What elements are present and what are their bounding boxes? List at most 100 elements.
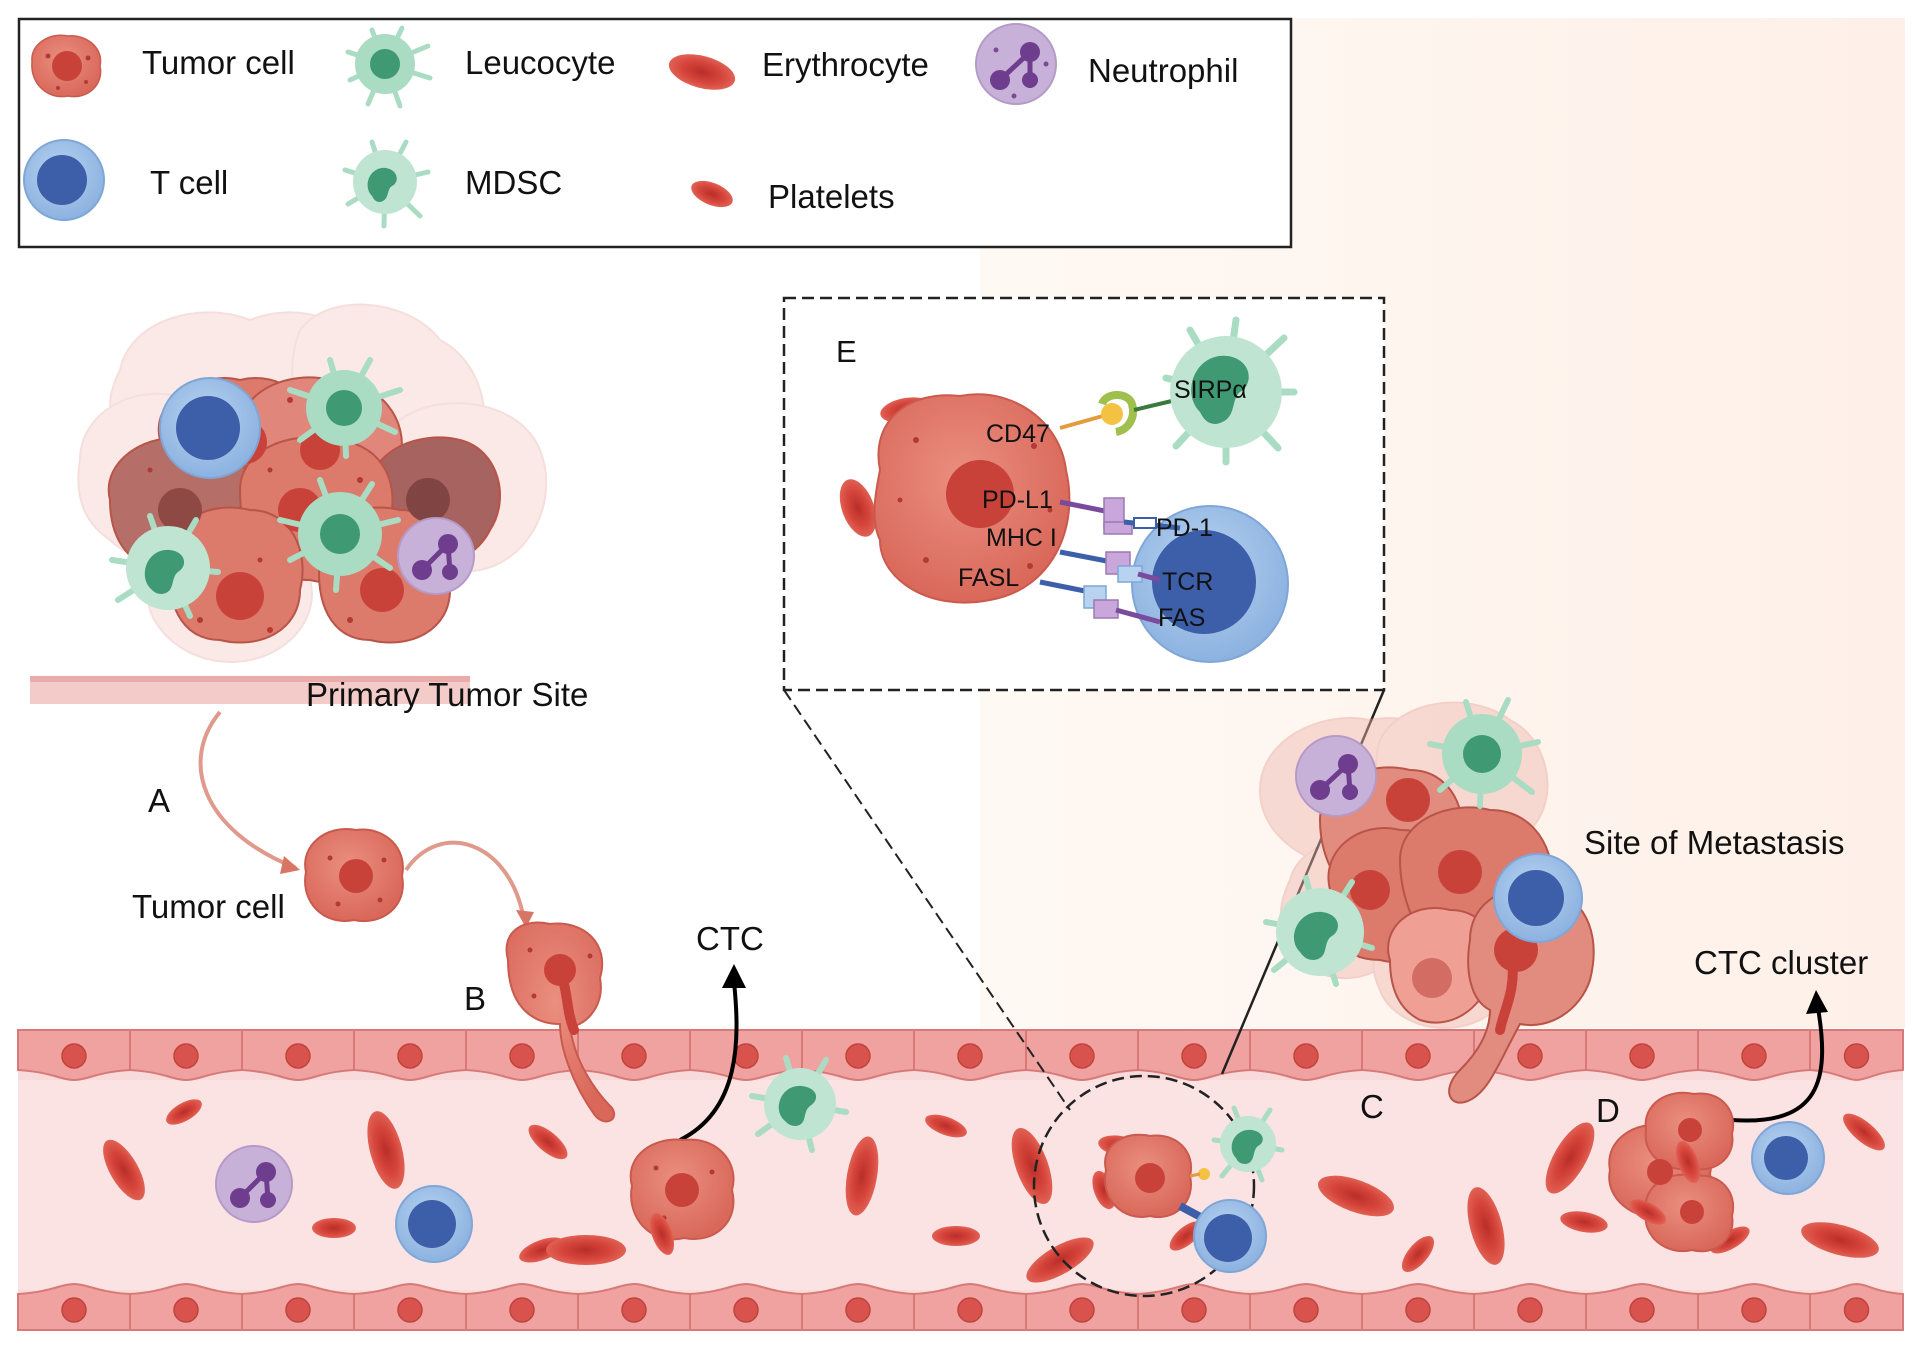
endothelial-cell bbox=[1361, 1282, 1475, 1331]
mol-tcr: TCR bbox=[1162, 568, 1213, 596]
erythrocyte bbox=[1318, 1175, 1394, 1217]
label-ctc-cluster: CTC cluster bbox=[1694, 944, 1868, 981]
legend-label-neutrophil: Neutrophil bbox=[1088, 52, 1238, 89]
zoom-line-left bbox=[783, 689, 1071, 1111]
metastasis-cluster bbox=[1258, 697, 1595, 1104]
erythrocyte bbox=[528, 1124, 568, 1160]
endothelial-cell bbox=[1137, 1282, 1251, 1331]
endothelial-cell bbox=[353, 1282, 467, 1331]
label-step-c: C bbox=[1360, 1088, 1384, 1125]
legend-erythrocyte-icon bbox=[668, 54, 736, 90]
endothelium-bottom bbox=[17, 1282, 1904, 1331]
inset-frame bbox=[782, 296, 1386, 692]
endothelial-cell bbox=[465, 1282, 579, 1331]
endothelial-cell bbox=[801, 1029, 915, 1082]
erythrocyte bbox=[1710, 1226, 1750, 1254]
arrow-a-head bbox=[280, 856, 300, 874]
erythrocyte bbox=[1026, 1237, 1094, 1283]
endothelial-cell bbox=[129, 1029, 243, 1082]
endothelial-cell bbox=[465, 1029, 579, 1082]
label-step-b: B bbox=[464, 980, 486, 1017]
endothelial-cell bbox=[577, 1029, 691, 1082]
endothelial-cell bbox=[801, 1282, 915, 1331]
label-ctc: CTC bbox=[696, 920, 764, 957]
legend-t-cell-icon bbox=[23, 139, 105, 221]
erythrocyte bbox=[1801, 1222, 1879, 1258]
arrow-b bbox=[404, 840, 526, 921]
legend-label-platelets: Platelets bbox=[768, 178, 895, 215]
legend-leucocyte-icon bbox=[345, 25, 433, 109]
mol-sirpa: SIRPα bbox=[1174, 376, 1247, 404]
mol-cd47: CD47 bbox=[986, 420, 1050, 448]
erythrocyte bbox=[1560, 1211, 1608, 1233]
legend-label-tumor: Tumor cell bbox=[142, 44, 295, 81]
erythrocyte bbox=[1401, 1235, 1435, 1273]
vessel-mdsc bbox=[749, 1055, 849, 1153]
endothelial-cell bbox=[1249, 1282, 1363, 1331]
erythrocyte bbox=[367, 1111, 405, 1189]
label-primary-tumor-site: Primary Tumor Site bbox=[306, 676, 588, 713]
label-tumor-cell: Tumor cell bbox=[132, 888, 285, 925]
erythrocyte bbox=[1467, 1187, 1505, 1265]
arrow-ctc-head bbox=[722, 964, 746, 988]
endothelial-cell bbox=[353, 1029, 467, 1082]
endothelial-cell bbox=[913, 1029, 1027, 1082]
endothelial-cell bbox=[913, 1282, 1027, 1331]
endothelial-cell bbox=[689, 1282, 803, 1331]
legend-label-erythrocyte: Erythrocyte bbox=[762, 46, 929, 83]
label-site-of-metastasis: Site of Metastasis bbox=[1584, 824, 1844, 861]
zoom-circle-e bbox=[1032, 1074, 1285, 1298]
erythrocytes-in-vessel bbox=[103, 1099, 1885, 1283]
inset-e: E CD47 SIRPα PD-L1 PD-1 MHC I TCR FASL F… bbox=[782, 296, 1386, 1111]
endothelial-cell bbox=[17, 1029, 131, 1082]
erythrocyte bbox=[925, 1114, 967, 1138]
arrow-b-head bbox=[516, 910, 534, 928]
mol-mhc1: MHC I bbox=[986, 524, 1057, 552]
inset-label-e: E bbox=[836, 334, 857, 369]
erythrocyte bbox=[1843, 1113, 1885, 1151]
endothelial-cell bbox=[689, 1029, 803, 1082]
intravasating-tumor-cell bbox=[505, 921, 615, 1123]
endothelial-cell bbox=[1249, 1029, 1363, 1082]
endothelial-cell bbox=[1025, 1282, 1139, 1331]
primary-tumor bbox=[30, 303, 548, 704]
endothelial-cell bbox=[241, 1282, 355, 1331]
label-step-a: A bbox=[148, 782, 170, 819]
endothelial-cell bbox=[1585, 1029, 1699, 1082]
erythrocyte bbox=[312, 1218, 356, 1238]
arrow-ctc-cluster-head bbox=[1806, 990, 1828, 1014]
endothelial-cell bbox=[17, 1282, 131, 1331]
mol-fas: FAS bbox=[1158, 604, 1205, 632]
arrow-ctc bbox=[679, 981, 739, 1142]
erythrocyte bbox=[932, 1226, 980, 1246]
legend-frame bbox=[17, 17, 1293, 249]
blood-vessel bbox=[18, 1030, 1903, 1330]
legend-mdsc-icon bbox=[342, 139, 431, 229]
mol-pd1: PD-1 bbox=[1156, 514, 1213, 542]
endothelial-cell bbox=[1809, 1029, 1904, 1082]
erythrocyte bbox=[546, 1235, 626, 1265]
endothelium-top bbox=[17, 1029, 1904, 1082]
legend-platelets-icon bbox=[691, 180, 733, 208]
endothelial-cell bbox=[1697, 1029, 1811, 1082]
legend: Tumor cell Leucocyte Erythrocyte Neutrop… bbox=[17, 17, 1293, 249]
vessel-ctc-cluster bbox=[1608, 1091, 1735, 1253]
legend-label-t-cell: T cell bbox=[150, 164, 228, 201]
vessel-t-cell-right bbox=[1751, 1121, 1825, 1195]
erythrocyte bbox=[166, 1099, 202, 1125]
floating-tumor-cell bbox=[304, 828, 404, 923]
vessel-neutrophil bbox=[215, 1145, 293, 1223]
endothelial-cell bbox=[1473, 1282, 1587, 1331]
arrow-a bbox=[198, 710, 297, 870]
mol-fasl: FASL bbox=[958, 564, 1019, 592]
endothelial-cell bbox=[577, 1282, 691, 1331]
erythrocyte bbox=[845, 1136, 879, 1216]
legend-label-mdsc: MDSC bbox=[465, 164, 562, 201]
legend-label-leucocyte: Leucocyte bbox=[465, 44, 615, 81]
legend-tumor-cell-icon bbox=[31, 34, 102, 98]
mol-pdl1: PD-L1 bbox=[982, 486, 1053, 514]
erythrocyte bbox=[1011, 1128, 1053, 1204]
endothelial-cell bbox=[1025, 1029, 1139, 1082]
erythrocyte bbox=[1545, 1122, 1595, 1194]
endothelial-cell bbox=[129, 1282, 243, 1331]
